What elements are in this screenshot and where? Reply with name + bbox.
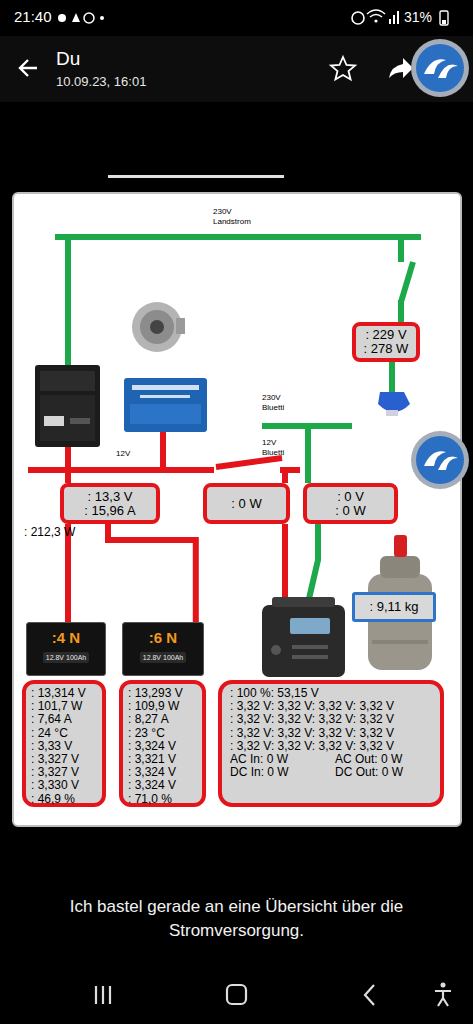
value-text: : 13,3 V	[64, 490, 156, 504]
value-text: : 3,324 V	[128, 779, 202, 792]
status-time: 21:40	[14, 8, 74, 26]
weight-box: : 9,11 kg	[352, 592, 436, 622]
value-text: : 3,324 V	[128, 766, 202, 779]
value-text: : 0 W	[307, 504, 394, 518]
value-text: : 3,330 V	[31, 779, 102, 792]
wire-label: 12V	[116, 449, 146, 459]
value-text: : 3,321 V	[128, 753, 202, 766]
cee-plug	[378, 392, 410, 416]
battery-tag: :4 N	[52, 630, 80, 646]
battery: :6 N 12.8V 100Ah	[122, 622, 204, 676]
value-text: : 3,33 V	[31, 740, 102, 753]
value-text: : 3,32 V: 3,32 V: 3,32 V: 3,32 V	[230, 727, 440, 740]
battery-rating: 12.8V 100Ah	[140, 652, 186, 663]
value-text: : 100 %: 53,15 V	[230, 687, 440, 700]
meter-box: : 0 W	[203, 483, 290, 524]
meter-box: : 13,3 V: 15,96 A	[60, 483, 160, 524]
value-text: : 3,32 V: 3,32 V: 3,32 V: 3,32 V	[230, 740, 440, 753]
value-text: AC In: 0 W	[230, 753, 335, 766]
value-text: : 3,32 V: 3,32 V: 3,32 V: 3,32 V	[230, 713, 440, 726]
battery-tag: :6 N	[149, 630, 177, 646]
chat-date: 10.09.23, 16:01	[56, 74, 206, 89]
value-text: : 13,293 V	[128, 687, 202, 700]
status-battery: 31%	[404, 9, 438, 25]
chat-name: Du	[56, 48, 156, 70]
alternator	[132, 302, 185, 352]
ac-wires	[55, 234, 421, 603]
power-station	[262, 597, 345, 677]
app-bar	[0, 36, 473, 102]
booster	[124, 378, 207, 432]
battery: :4 N 12.8V 100Ah	[26, 622, 106, 676]
value-text: : 101,7 W	[31, 700, 102, 713]
value-text: AC Out: 0 W	[335, 753, 440, 766]
floating-logo	[411, 39, 469, 97]
share-icon	[389, 58, 413, 78]
star-icon	[331, 57, 355, 80]
dc-wires	[28, 432, 300, 605]
value-text: DC Out: 0 W	[335, 766, 440, 779]
message-caption: Ich bastel gerade an eine Übersicht über…	[26, 895, 447, 943]
charger	[35, 365, 100, 447]
battery-rating: 12.8V 100Ah	[43, 652, 89, 663]
wire-label: 230V Landstrom	[213, 207, 257, 227]
value-text: : 7,64 A	[31, 713, 102, 726]
dc-wire	[108, 524, 196, 622]
scroll-indicator	[108, 175, 284, 178]
value-text: : 13,314 V	[31, 687, 102, 700]
value-text: : 3,324 V	[128, 740, 202, 753]
value-text: : 0 V	[307, 490, 394, 504]
value-text: : 8,27 A	[128, 713, 202, 726]
value-text: : 3,327 V	[31, 753, 102, 766]
wire-label: 230V Bluetti	[262, 393, 298, 413]
value-text: : 3,32 V: 3,32 V: 3,32 V: 3,32 V	[230, 700, 440, 713]
value-text: : 0 W	[207, 497, 286, 511]
value-text: : 71,0 %	[128, 793, 202, 806]
value-text: : 46,9 %	[31, 793, 102, 806]
value-text: : 229 V	[356, 328, 416, 342]
value-text: : 24 °C	[31, 727, 102, 740]
wire-label: 12V Bluetti	[262, 438, 298, 458]
diagram-panel	[13, 193, 461, 826]
value-text: : 9,11 kg	[355, 600, 433, 614]
status-icons	[58, 10, 448, 25]
value-text: : 3,327 V	[31, 766, 102, 779]
value-text: DC In: 0 W	[230, 766, 335, 779]
floating-logo	[411, 431, 469, 489]
value-text: : 109,9 W	[128, 700, 202, 713]
battery-data-box: : 13,293 V: 109,9 W: 8,27 A: 23 °C: 3,32…	[119, 680, 206, 807]
meter-box: : 0 V: 0 W	[303, 483, 398, 524]
power-label: : 212,3 W	[24, 525, 104, 539]
value-text: : 278 W	[356, 342, 416, 356]
nav-bar	[96, 983, 451, 1007]
value-text: : 15,96 A	[64, 504, 156, 518]
battery-data-box: : 13,314 V: 101,7 W: 7,64 A: 24 °C: 3,33…	[22, 680, 106, 807]
back-arrow	[20, 60, 37, 76]
value-text: : 23 °C	[128, 727, 202, 740]
station-data-box: : 100 %: 53,15 V: 3,32 V: 3,32 V: 3,32 V…	[218, 680, 444, 807]
meter-box: : 229 V: 278 W	[352, 322, 420, 362]
